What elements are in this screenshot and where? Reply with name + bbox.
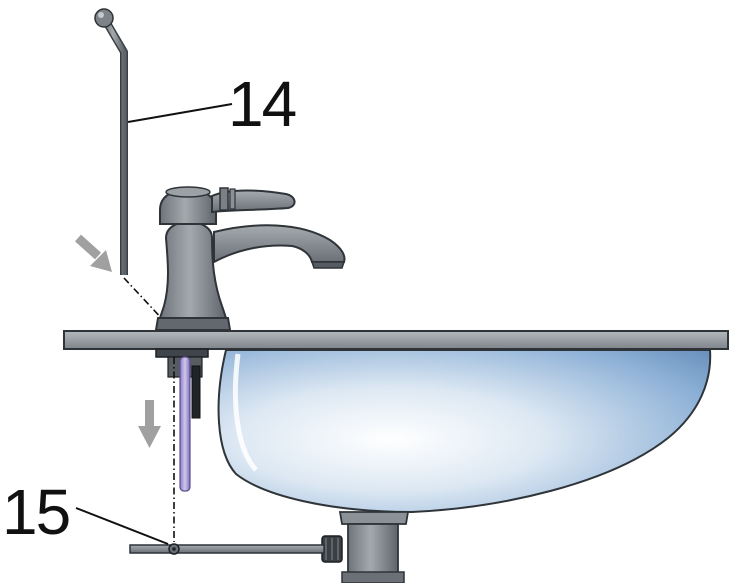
hose — [179, 356, 191, 492]
callout-label-15: 15 — [2, 476, 71, 548]
rod-insertion-guide — [123, 277, 166, 323]
washbasin — [217, 349, 712, 583]
countertop — [63, 330, 729, 350]
faucet-shank — [155, 348, 209, 492]
lift-rod — [94, 8, 128, 275]
lift-rod-knob — [94, 8, 114, 28]
pivot-rod — [129, 543, 325, 555]
arrow-down-right-icon — [74, 234, 112, 272]
callout-14-leader — [127, 103, 233, 123]
callout-label-14: 14 — [228, 68, 297, 140]
callout-15-leader — [75, 507, 169, 545]
arrow-down-icon — [138, 400, 161, 448]
faucet — [154, 186, 346, 331]
